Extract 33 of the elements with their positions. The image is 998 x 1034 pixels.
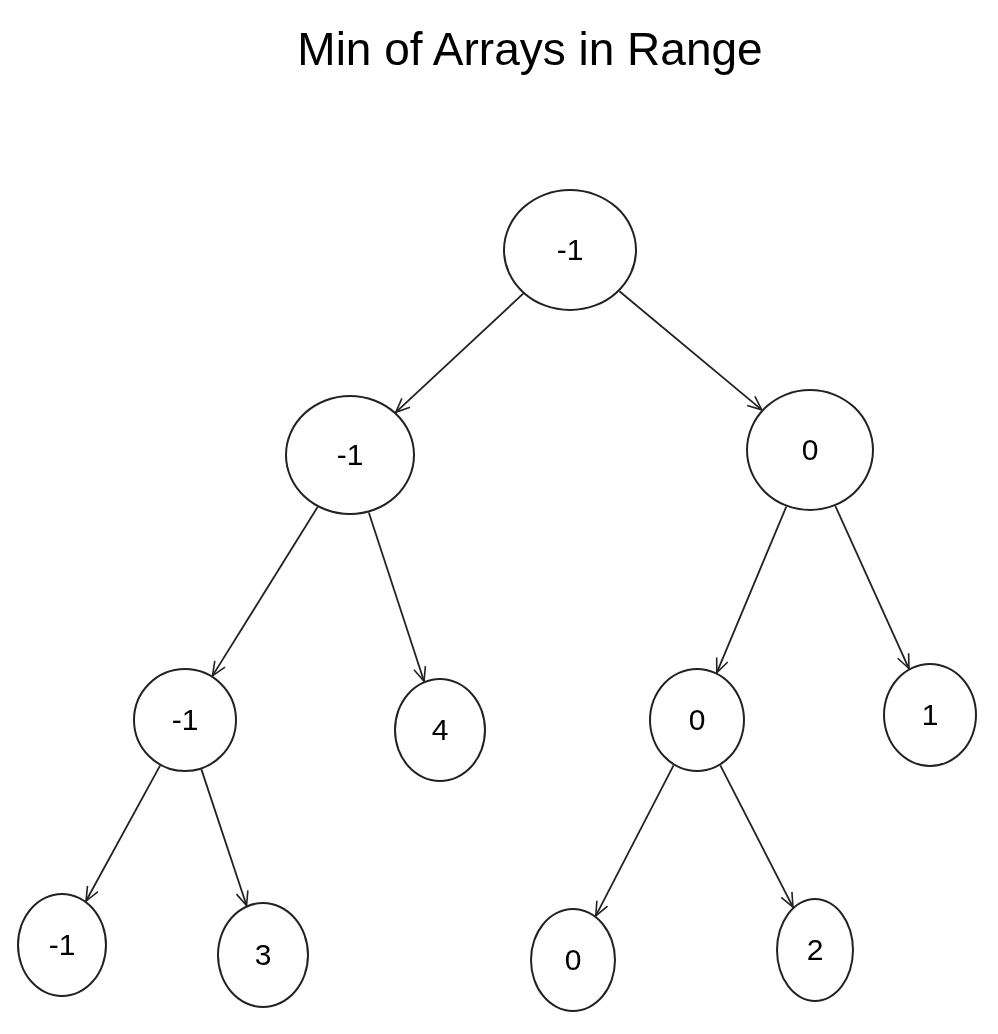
tree-node-circle — [133, 668, 237, 772]
node-value: 1 — [921, 698, 939, 732]
node-value: -1 — [48, 928, 76, 962]
arrow — [211, 506, 319, 677]
tree-node-circle — [17, 893, 107, 997]
tree-node-circle — [776, 898, 854, 1002]
tree-node-circle — [530, 908, 616, 1012]
arrow — [715, 505, 788, 674]
tree-node-circle — [883, 663, 977, 767]
diagram-title: Min of Arrays in Range — [296, 22, 764, 76]
arrow — [367, 511, 427, 683]
arrow — [394, 292, 525, 414]
tree-node-circle — [394, 678, 486, 782]
node-value: 4 — [431, 713, 449, 747]
arrow — [834, 505, 910, 670]
node-value: 0 — [688, 703, 706, 737]
arrow — [200, 768, 249, 907]
arrow — [618, 290, 763, 411]
node-value: -1 — [556, 233, 584, 267]
node-value: 0 — [564, 943, 582, 977]
node-value: 3 — [254, 938, 272, 972]
tree-node-circle — [503, 189, 637, 311]
arrow — [594, 764, 675, 917]
tree-node-circle — [217, 902, 309, 1008]
node-value: 2 — [806, 933, 824, 967]
node-value: -1 — [171, 703, 199, 737]
tree-node-circle — [746, 389, 874, 511]
arrow — [719, 764, 794, 908]
tree-node-circle — [285, 395, 415, 515]
arrow — [85, 764, 161, 902]
tree-node-circle — [649, 668, 745, 772]
node-value: -1 — [336, 438, 364, 472]
node-value: 0 — [801, 433, 819, 467]
